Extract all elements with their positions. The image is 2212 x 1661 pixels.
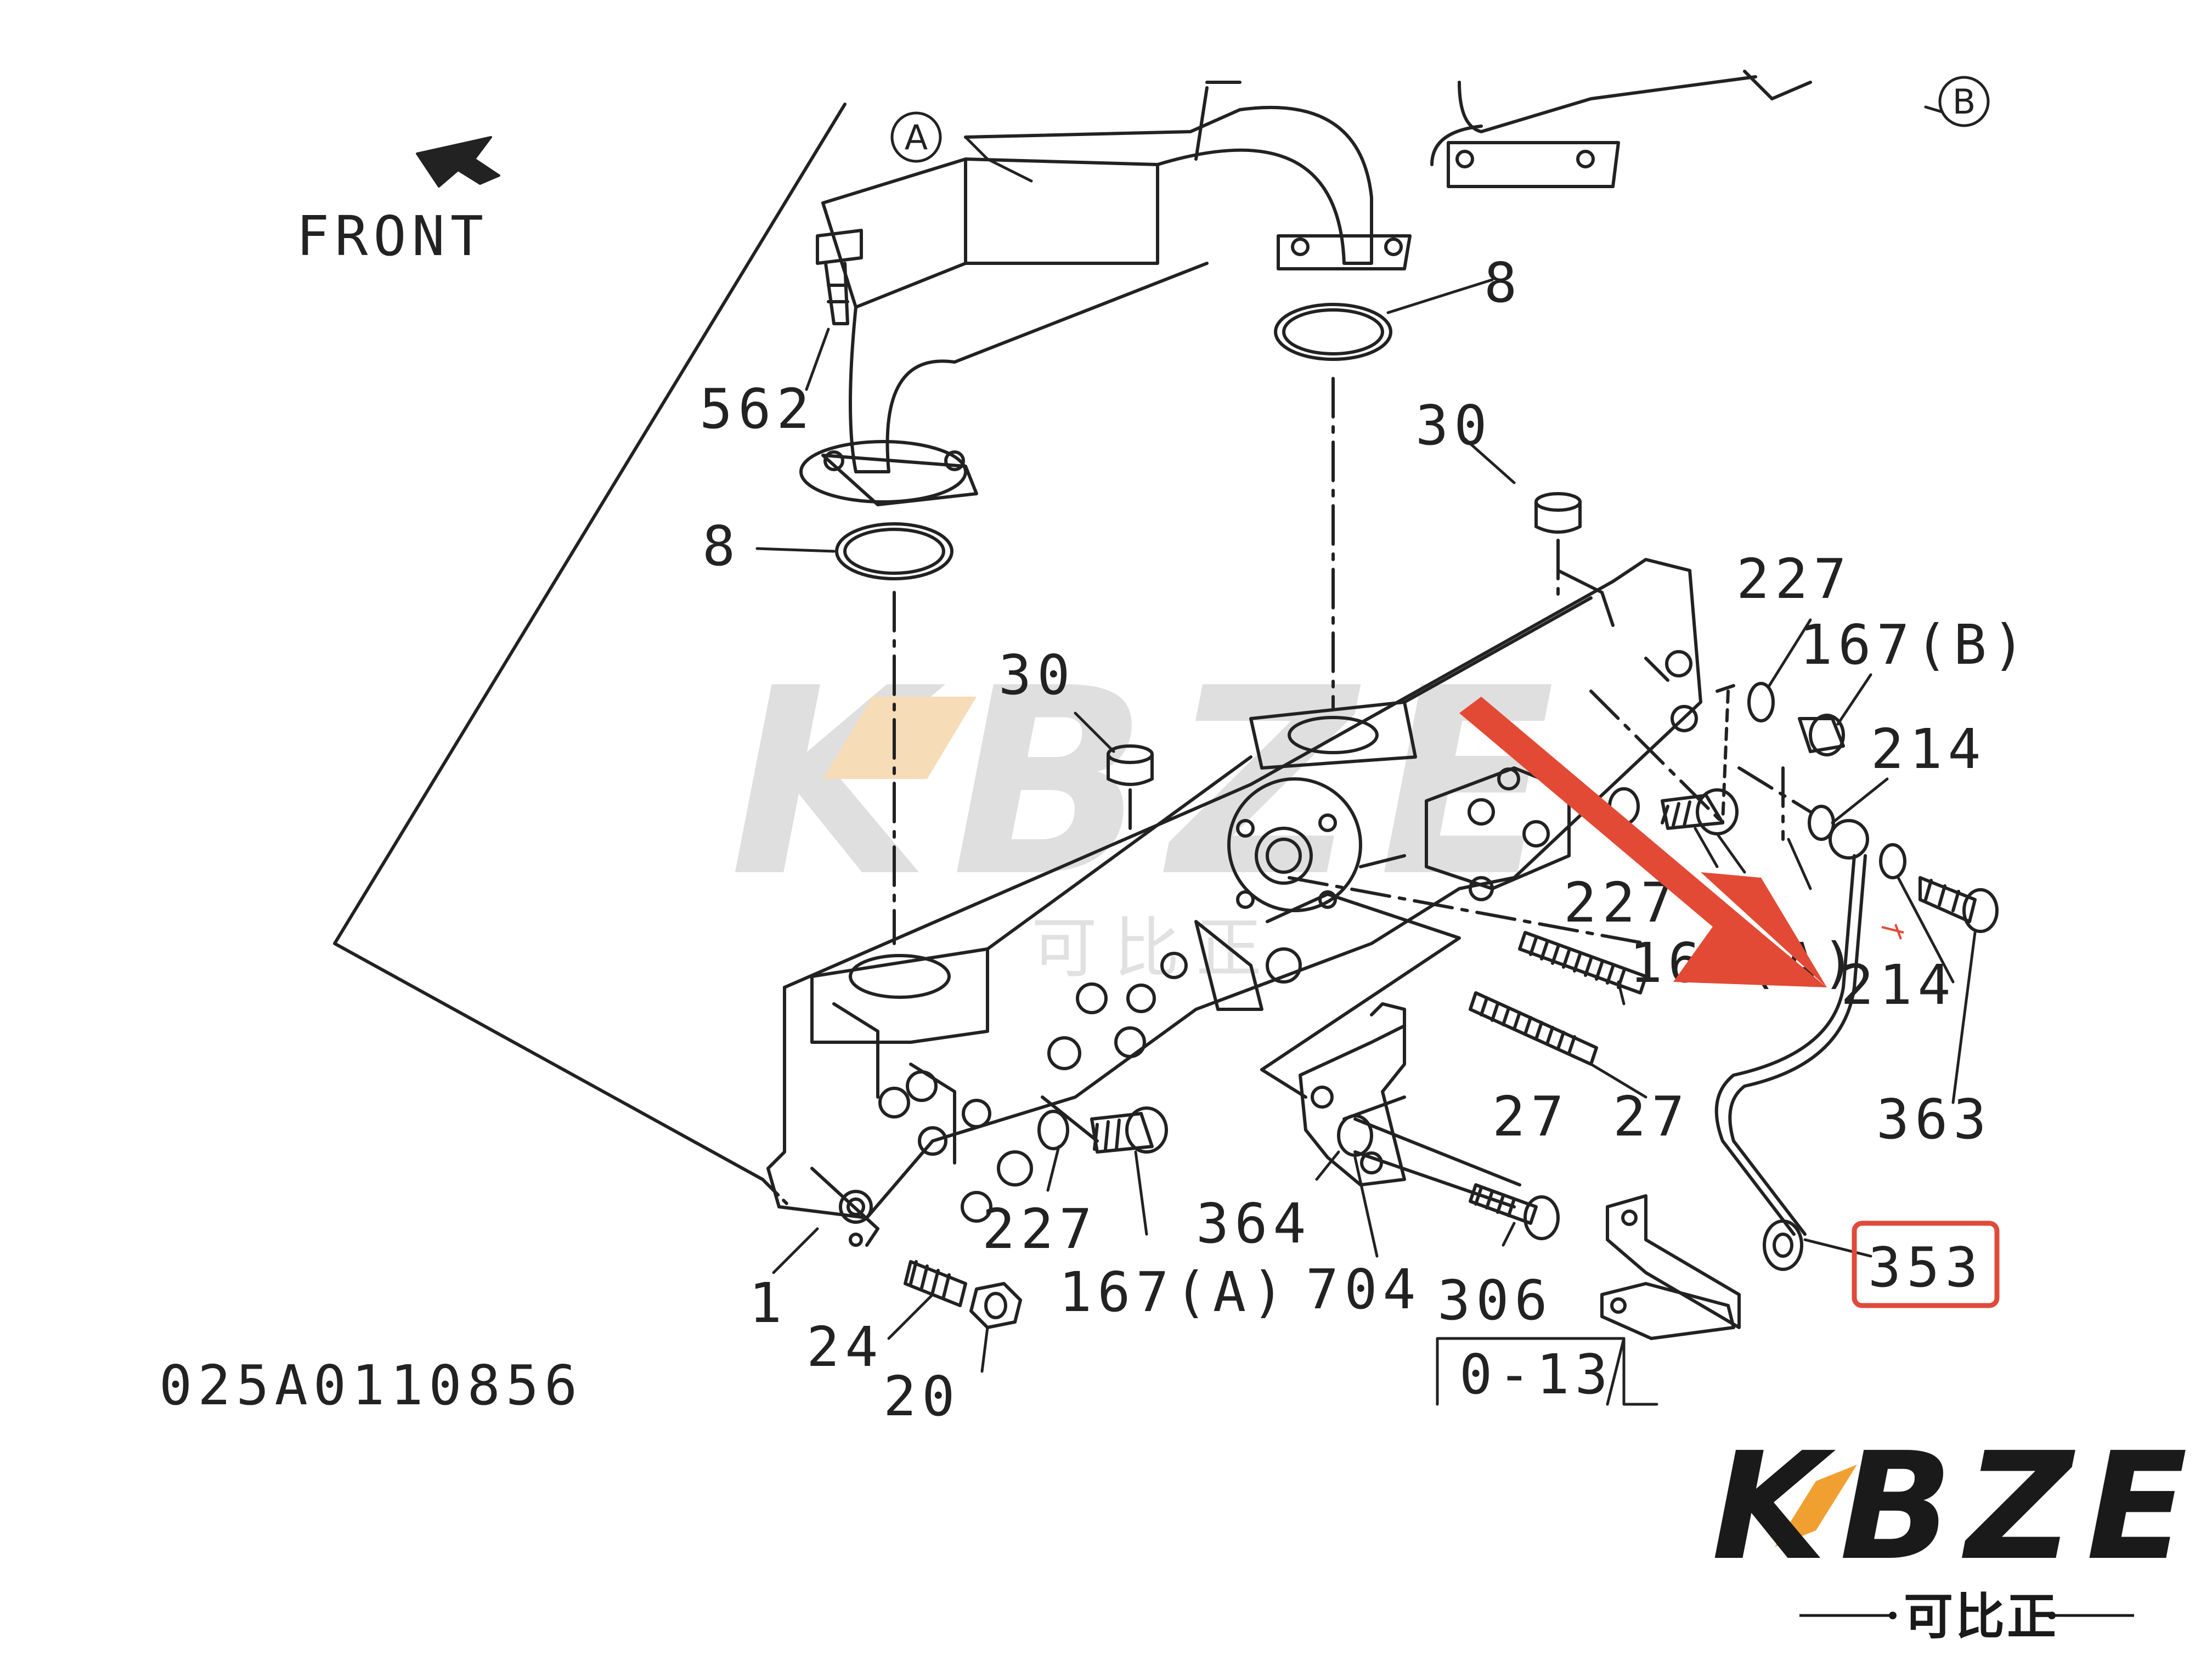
nut-20	[969, 1282, 1022, 1329]
watermark-orange-stripe	[823, 697, 977, 779]
bracket-364	[1299, 1002, 1406, 1187]
label-704: 704	[1306, 1257, 1421, 1321]
ref-box-frame	[1436, 1337, 1658, 1406]
label-20: 20	[883, 1364, 960, 1428]
label-30-right: 30	[1415, 393, 1492, 457]
drawing-number: 025A0110856	[159, 1353, 583, 1417]
label-227-top: 227	[1736, 547, 1852, 611]
label-214-bottom: 214	[1841, 953, 1956, 1017]
leader-lines	[755, 105, 1977, 1373]
callout-a: A	[890, 111, 942, 163]
label-306: 306	[1437, 1268, 1553, 1332]
bolt-306	[1469, 1183, 1560, 1240]
label-1: 1	[749, 1271, 787, 1335]
bracket-0-13	[1600, 1194, 1741, 1406]
washer-214-lower	[1879, 843, 1906, 879]
stud-27-upper	[1518, 931, 1647, 995]
washer-227-upper	[1747, 682, 1775, 722]
kbze-logo: KBZE 可比正	[1712, 1420, 2200, 1646]
cap-30-left	[1107, 744, 1154, 786]
label-227-mid: 227	[1564, 871, 1679, 935]
gasket-8-left-inner	[843, 528, 945, 575]
front-arrow-icon	[416, 136, 500, 188]
label-30-left: 30	[998, 643, 1075, 707]
exhaust-elbow-pipe-b	[1430, 70, 1812, 188]
gasket-8-right-inner	[1282, 308, 1384, 355]
plug-167a	[1090, 1106, 1168, 1154]
cap-30-right	[1534, 492, 1582, 534]
stud-27-lower	[1469, 991, 1598, 1066]
bolt-562	[816, 229, 863, 325]
bolt-363	[1918, 876, 1999, 933]
gasket-8-right	[1274, 303, 1392, 361]
assembly-frame-line	[333, 103, 847, 1181]
label-167a: 167(A)	[1059, 1260, 1290, 1324]
label-363: 363	[1876, 1087, 1992, 1151]
callout-a-letter: A	[905, 117, 928, 157]
front-label: FRONT	[296, 204, 489, 268]
plug-167b	[1798, 714, 1845, 756]
ref-box-label: 0-13	[1459, 1342, 1613, 1406]
red-pointer-arrow	[1459, 697, 1827, 987]
dashed-guide	[1721, 690, 1730, 824]
label-167b: 167(B)	[1799, 613, 2030, 677]
logo-subtitle: 可比正	[1904, 1588, 2058, 1646]
label-364: 364	[1196, 1191, 1312, 1256]
highlight-353: 353	[1852, 1221, 2000, 1308]
watermark: KBZE 可比正	[730, 633, 1555, 987]
logo-orange-stripe	[1775, 1465, 1857, 1547]
exhaust-manifold	[766, 558, 1702, 1247]
label-8-left: 8	[702, 514, 741, 578]
plug-167a-hidden	[1661, 788, 1739, 835]
spring-24	[904, 1260, 967, 1307]
label-562: 562	[699, 377, 815, 441]
watermark-subtitle: 可比正	[1031, 911, 1278, 987]
red-tick-mark	[1881, 924, 1904, 940]
bracket-frame-line-2	[1260, 1068, 1307, 1099]
callout-b-letter: B	[1953, 82, 1976, 122]
collar-704	[1337, 1114, 1521, 1208]
callout-b: B	[1938, 76, 1990, 127]
label-8-right: 8	[1484, 251, 1522, 315]
label-353: 353	[1868, 1235, 1984, 1300]
washer-227-lower	[1037, 1110, 1069, 1150]
oil-pipe-353	[1714, 819, 1869, 1271]
bracket-frame-line	[1260, 892, 1461, 1071]
label-24: 24	[806, 1315, 883, 1379]
highlight-box	[1852, 1221, 2000, 1308]
logo-text: KBZE	[1712, 1420, 2200, 1593]
label-27-left: 27	[1492, 1084, 1569, 1149]
dashed-guide-2	[1716, 684, 1735, 693]
label-227-lower: 227	[982, 1197, 1098, 1261]
label-214-top: 214	[1871, 717, 1987, 781]
exhaust-elbow-pipe-a	[799, 81, 1412, 506]
label-27-right: 27	[1613, 1084, 1690, 1149]
centerlines	[893, 377, 1812, 945]
gasket-8-left	[835, 522, 953, 580]
